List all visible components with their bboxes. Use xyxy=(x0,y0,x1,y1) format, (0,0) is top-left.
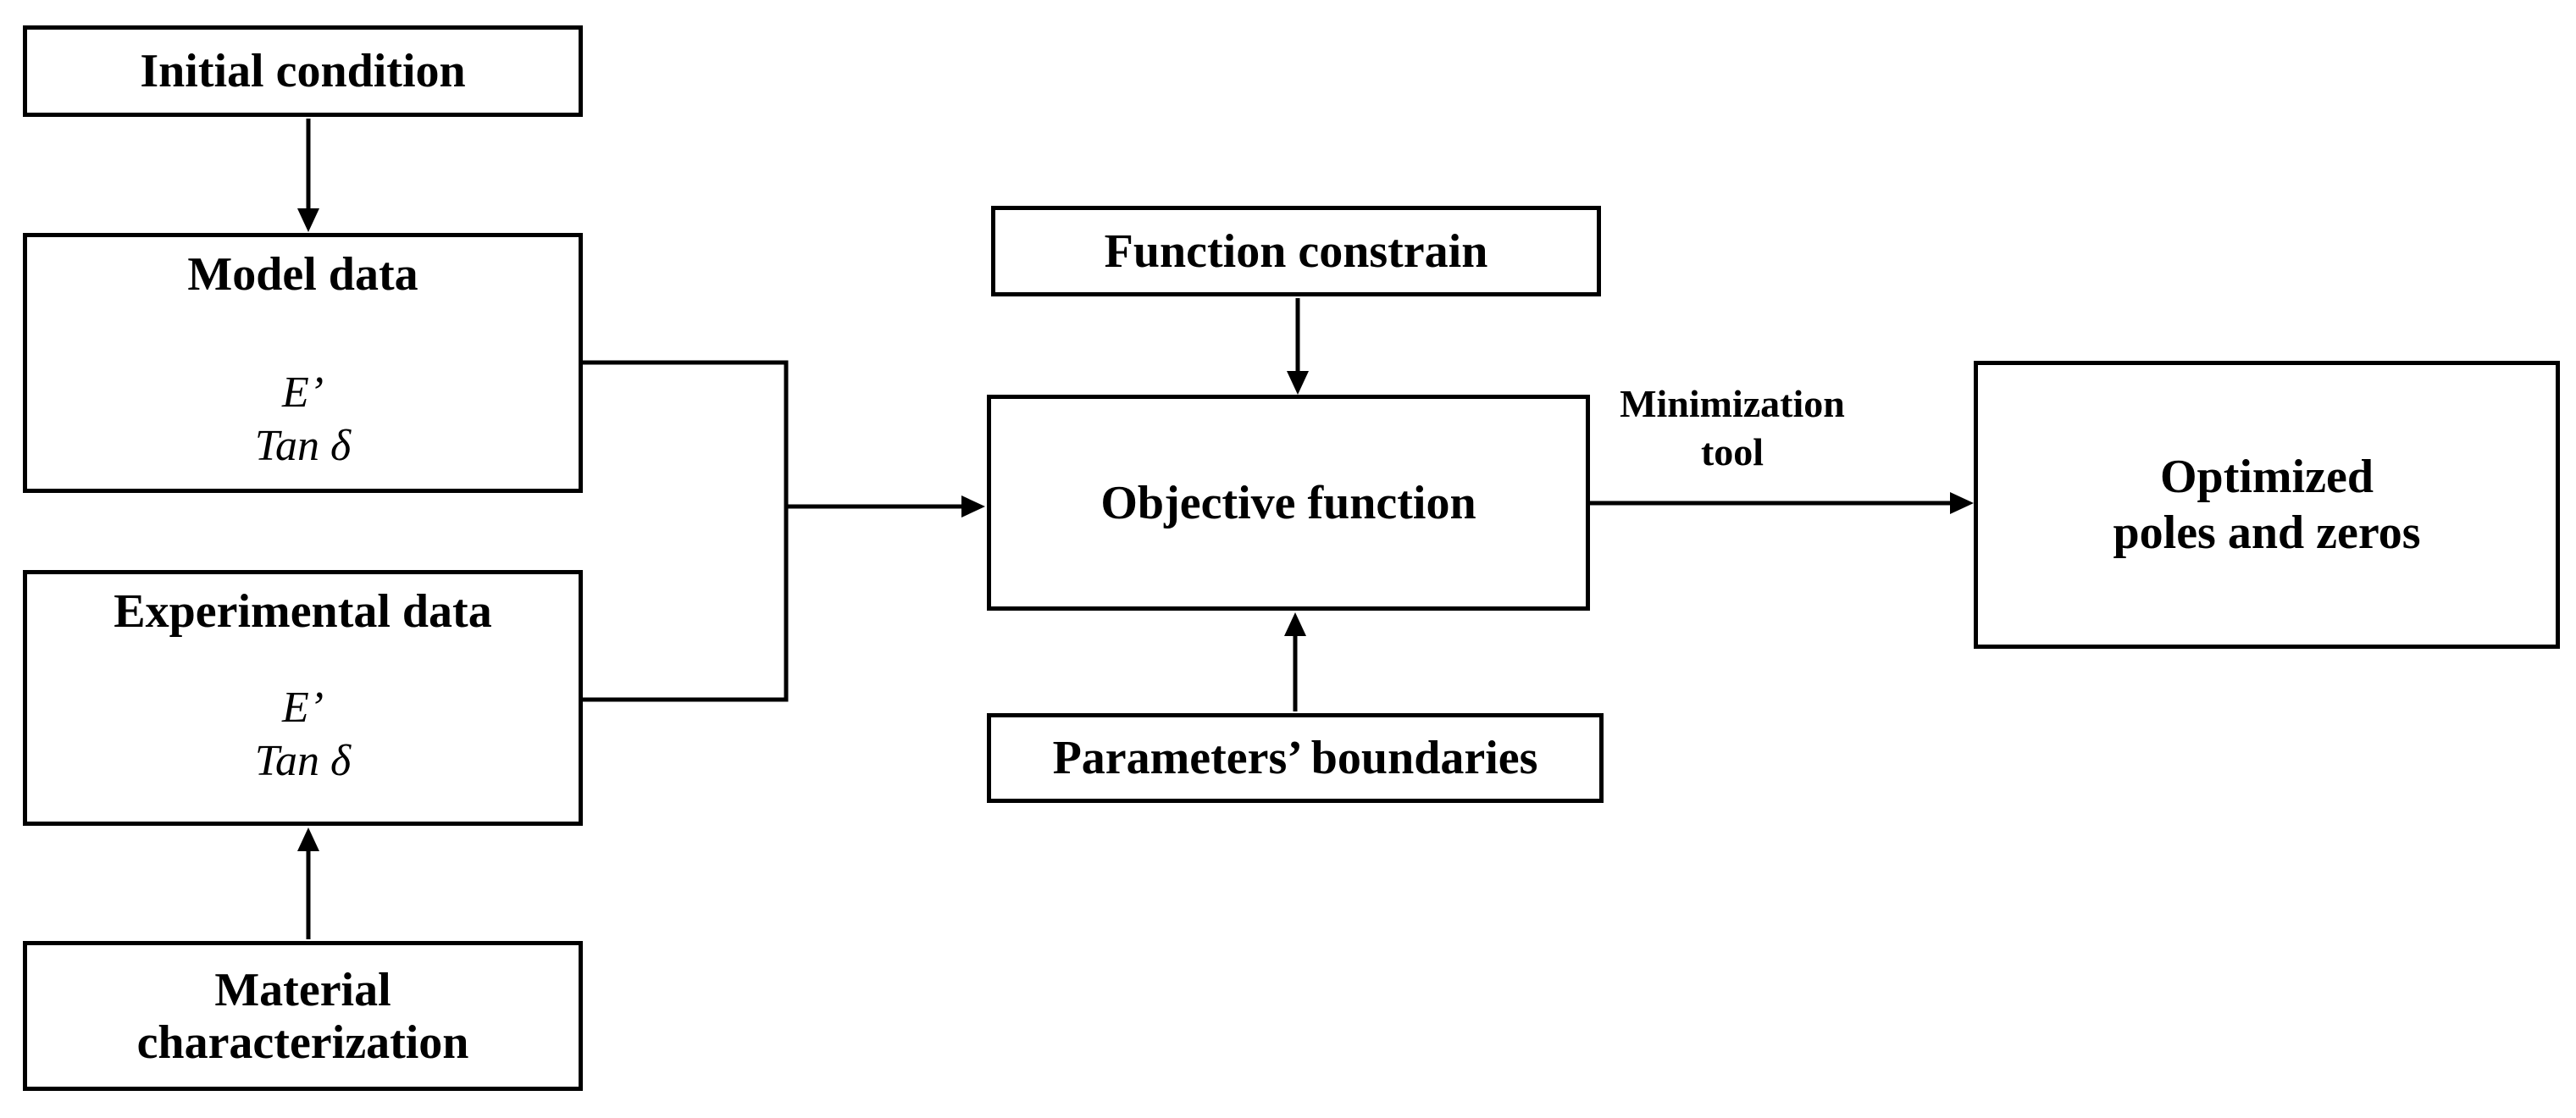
experimental-data-item: E’ xyxy=(281,684,324,732)
model-data-title: Model data xyxy=(187,248,418,301)
arrowhead-function-constrain-to-objective xyxy=(1287,371,1309,395)
arrowhead-parameters-to-objective xyxy=(1284,612,1306,636)
model-data-box: Model data E’ Tan δ xyxy=(23,233,583,493)
merge-bracket-line xyxy=(583,360,789,702)
arrowhead-initial-to-model xyxy=(297,208,319,232)
initial-condition-box: Initial condition xyxy=(23,25,583,117)
parameters-boundaries-box: Parameters’ boundaries xyxy=(987,713,1604,803)
arrowhead-merge-to-objective xyxy=(961,495,985,517)
parameters-boundaries-label: Parameters’ boundaries xyxy=(1052,732,1538,784)
model-data-items: E’ Tan δ xyxy=(27,366,579,473)
model-data-item: E’ xyxy=(281,368,324,417)
experimental-data-title: Experimental data xyxy=(114,585,492,638)
arrowhead-objective-to-optimized xyxy=(1950,492,1974,514)
function-constrain-box: Function constrain xyxy=(991,206,1601,296)
function-constrain-label: Function constrain xyxy=(1104,224,1488,278)
experimental-data-items: E’ Tan δ xyxy=(27,681,579,788)
experimental-data-box: Experimental data E’ Tan δ xyxy=(23,570,583,826)
arrowhead-material-to-experimental xyxy=(297,827,319,851)
model-data-item: Tan δ xyxy=(254,422,352,470)
material-characterization-box: Material characterization xyxy=(23,941,583,1091)
minimization-tool-label: Minimization tool xyxy=(1620,382,1845,473)
experimental-data-item: Tan δ xyxy=(254,737,352,785)
objective-function-label: Objective function xyxy=(1100,476,1476,529)
optimized-poles-zeros-label: Optimized poles and zeros xyxy=(2113,451,2421,559)
objective-function-box: Objective function xyxy=(987,395,1590,611)
material-characterization-label: Material characterization xyxy=(136,963,469,1069)
optimized-poles-zeros-box: Optimized poles and zeros xyxy=(1974,361,2560,649)
initial-condition-label: Initial condition xyxy=(140,45,466,97)
